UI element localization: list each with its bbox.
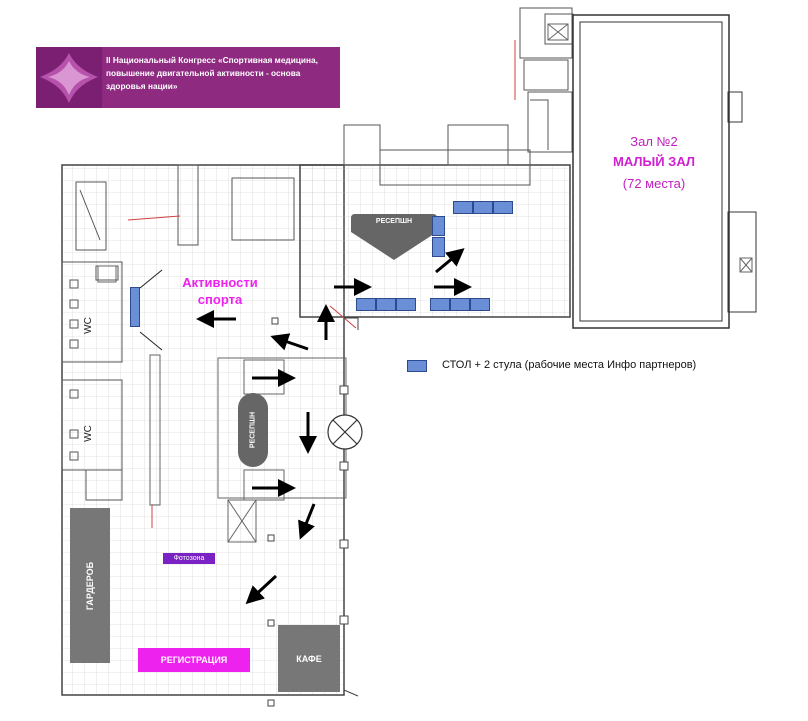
left-wc-blocks [61,181,123,501]
arrow [245,574,278,605]
partner-desk [430,298,450,311]
hall-2-walls [572,14,757,329]
arrow [270,333,309,351]
partner-desk [432,237,445,257]
partner-desk [356,298,376,311]
wc-label-top: WC [82,317,94,334]
main-floor [61,164,571,696]
reception-middle: РЕСЕПШН [238,393,268,467]
partner-desk [493,201,513,214]
reception-arrow-shape [351,214,437,260]
reception-top: РЕСЕПШН [351,214,437,260]
wardrobe: ГАРДЕРОБ [70,508,110,663]
partner-desk [450,298,470,311]
activity-corner-lines [139,269,163,351]
legend-desk-text: СТОЛ + 2 стула (рабочие места Инфо партн… [442,359,697,371]
registration-desk: РЕГИСТРАЦИЯ [138,648,250,672]
photozone: Фотозона [163,553,215,564]
partner-desk [473,201,493,214]
partner-desk [470,298,490,311]
partner-desk [376,298,396,311]
wardrobe-label: ГАРДЕРОБ [85,561,95,610]
hall-2-capacity: (72 места) [622,176,686,191]
legend-desk-swatch [407,360,427,372]
arrow [298,503,316,540]
wc-label-bottom: WC [82,425,94,442]
direction-arrows [196,248,472,605]
hall-2-title: Зал №2 [630,134,678,149]
partner-desk [432,216,445,236]
activity-board [130,287,140,327]
banner-title: II Национальный Конгресс «Спортивная мед… [106,55,318,91]
reception-top-label: РЕСЕПШН [375,218,413,225]
congress-logo-icon [36,47,102,108]
revolving-door [327,414,363,450]
arrow [435,248,465,274]
partner-desk [396,298,416,311]
congress-banner: II Национальный Конгресс «Спортивная мед… [36,47,340,108]
upper-service-block [177,7,574,246]
sport-activity-label: Активности спорта [182,275,258,307]
inner-structures [97,23,753,543]
entrance-corner [343,317,359,697]
hall-2-name: МАЛЫЙ ЗАЛ [613,154,695,169]
columns [267,317,349,707]
partner-desk [453,201,473,214]
reception-middle-label: РЕСЕПШН [249,411,257,449]
cafe: КАФЕ [278,625,340,692]
